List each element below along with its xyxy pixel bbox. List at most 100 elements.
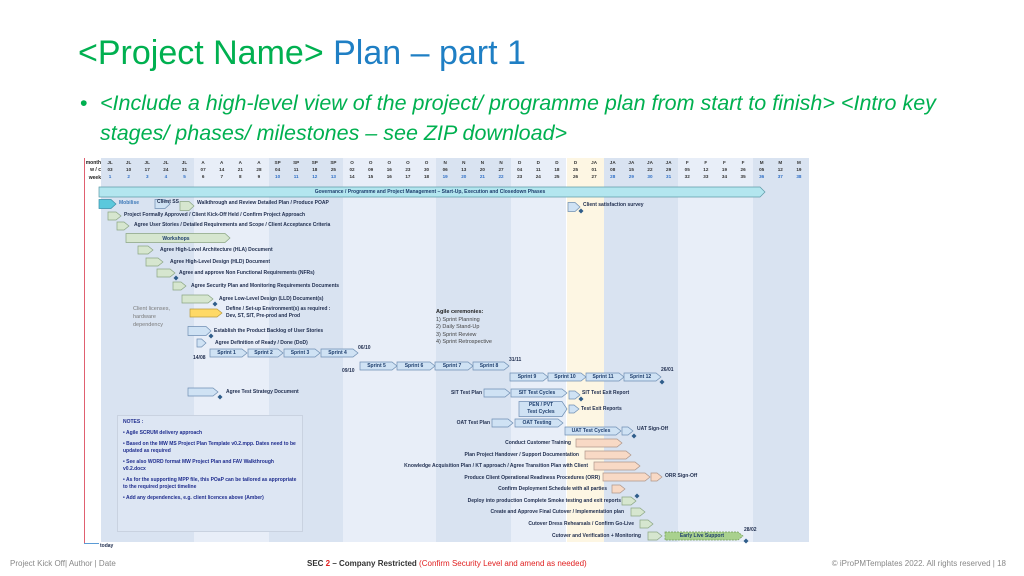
sprint-label: Sprint 7: [442, 363, 462, 369]
uat-signoff-bar: [621, 426, 634, 436]
orr-signoff-bar: [650, 472, 663, 482]
week-number-label: 28: [610, 174, 616, 179]
week-number-label: 38: [796, 174, 802, 179]
agile-item: 1) Sprint Planning: [436, 316, 480, 323]
month-label: D: [555, 160, 559, 165]
milestone-diamond-icon: [578, 208, 584, 214]
hld-label: Agree High-Level Design (HLD) Document: [170, 259, 271, 265]
training-label: Conduct Customer Training: [505, 440, 571, 446]
sprint-2-bar: [247, 348, 284, 358]
agile-item: 4) Sprint Retrospective: [436, 339, 492, 345]
date-label: 09/10: [342, 368, 355, 374]
user-stories-label: Agree User Stories / Detailed Requiremen…: [134, 222, 331, 228]
row-label-wc: w / c: [90, 167, 101, 173]
note-item: • See also WORD format MW Project Plan a…: [123, 459, 274, 472]
oat-testing-label: OAT Testing: [522, 420, 552, 426]
sprint-9-bar: [509, 372, 549, 382]
pen-label-1: PEN / PVT: [528, 402, 554, 408]
week-commencing-label: 18: [554, 167, 560, 172]
note-item: • As for the supporting MPP file, this P…: [123, 477, 297, 490]
client-licenses-note: hardware: [133, 314, 156, 320]
week-commencing-label: 12: [777, 167, 783, 172]
row-label-week: week: [88, 175, 101, 181]
intro-text: <Include a high-level view of the projec…: [100, 91, 936, 145]
week-commencing-label: 09: [368, 167, 374, 172]
dress-bar: [639, 519, 654, 529]
month-label: N: [443, 160, 447, 165]
sprint-label: Sprint 12: [629, 374, 652, 380]
intro-bullet: • <Include a high-level view of the proje…: [80, 88, 980, 148]
note-item: • Based on the MW MS Project Plan Templa…: [123, 441, 296, 454]
deploy-schedule-label: Confirm Deployment Schedule with all par…: [498, 486, 607, 492]
workshops-bar: [125, 233, 231, 243]
week-number-label: 34: [721, 174, 728, 179]
gantt-shapes: [98, 186, 766, 544]
milestone-diamond-icon: [217, 394, 223, 400]
cutover-plan-bar: [630, 507, 646, 517]
sprint-10-bar: [547, 372, 587, 382]
cutover-bar: [647, 531, 663, 541]
week-number-label: 32: [684, 174, 690, 179]
sprint-11-bar: [585, 372, 625, 382]
week-number-label: 29: [628, 174, 634, 179]
agile-title: Agile ceremonies:: [436, 309, 484, 315]
month-label: JA: [609, 160, 616, 165]
nfr-label: Agree and approve Non Functional Require…: [179, 270, 315, 276]
sprint-label: Sprint 1: [217, 350, 236, 356]
dependency-connector: [84, 543, 99, 544]
week-number-label: 19: [442, 174, 448, 179]
week-commencing-label: 26: [740, 167, 746, 172]
week-commencing-label: 18: [312, 167, 318, 172]
bullet-icon: •: [80, 91, 88, 115]
month-label: M: [797, 160, 801, 165]
nfr-bar: [156, 268, 176, 278]
week-commencing-label: 14: [219, 167, 225, 172]
week-number-label: 17: [405, 174, 411, 179]
month-label: D: [573, 160, 578, 165]
title-plan-part: Plan – part 1: [323, 34, 526, 72]
month-label: A: [201, 160, 205, 165]
month-label: D: [536, 160, 540, 165]
early-live-support-bar: [664, 531, 744, 541]
slide-title: <Project Name> Plan – part 1: [78, 34, 526, 73]
sec-note: (Confirm Security Level and amend as nee…: [416, 559, 587, 568]
month-label: D: [517, 160, 522, 165]
orr-label: Produce Client Operational Readiness Pro…: [464, 475, 600, 481]
milestone-diamond-icon: [743, 538, 749, 544]
milestone-diamond-icon: [631, 433, 637, 439]
sec-prefix: SEC: [307, 559, 326, 568]
week-number-label: 16: [386, 174, 392, 179]
sit-exit-label: SIT Test Exit Report: [582, 390, 630, 396]
client-ss-bar: [154, 199, 171, 209]
sprint-label: Sprint 10: [554, 374, 576, 380]
month-label: JL: [144, 160, 150, 165]
notes-title: NOTES :: [123, 419, 144, 425]
hld-bar: [145, 257, 164, 267]
week-commencing-label: 21: [237, 167, 243, 172]
today-label: today: [100, 543, 114, 549]
week-commencing-label: 25: [330, 167, 336, 172]
month-label: SP: [274, 160, 281, 165]
env-label-1: Define / Set-up Environment(s) as requir…: [226, 306, 331, 312]
security-label: Agree Security Plan and Monitoring Requi…: [191, 283, 340, 289]
month-label: N: [499, 160, 503, 165]
dress-label: Cutover Dress Rehearsals / Confirm Go-Li…: [528, 521, 634, 527]
week-commencing-label: 23: [405, 167, 411, 172]
week-commencing-label: 17: [144, 167, 150, 172]
week-commencing-label: 02: [349, 167, 355, 172]
footer-left: Project Kick Off| Author | Date: [10, 559, 116, 568]
week-number-label: 26: [572, 174, 579, 179]
els-label: Early Live Support: [679, 533, 725, 539]
today-line: [84, 158, 85, 543]
deploy-schedule-bar: [611, 484, 626, 494]
week-commencing-label: 05: [759, 167, 765, 172]
test-exit-bar: [568, 404, 580, 414]
week-commencing-label: 19: [796, 167, 802, 172]
sprint-label: Sprint 11: [592, 374, 614, 380]
note-item: • Agile SCRUM delivery approach: [123, 430, 203, 436]
test-strategy-bar: [187, 387, 219, 397]
sprint-label: Sprint 4: [328, 350, 347, 356]
week-commencing-label: 31: [181, 167, 188, 172]
week-commencing-label: 28: [256, 167, 262, 172]
